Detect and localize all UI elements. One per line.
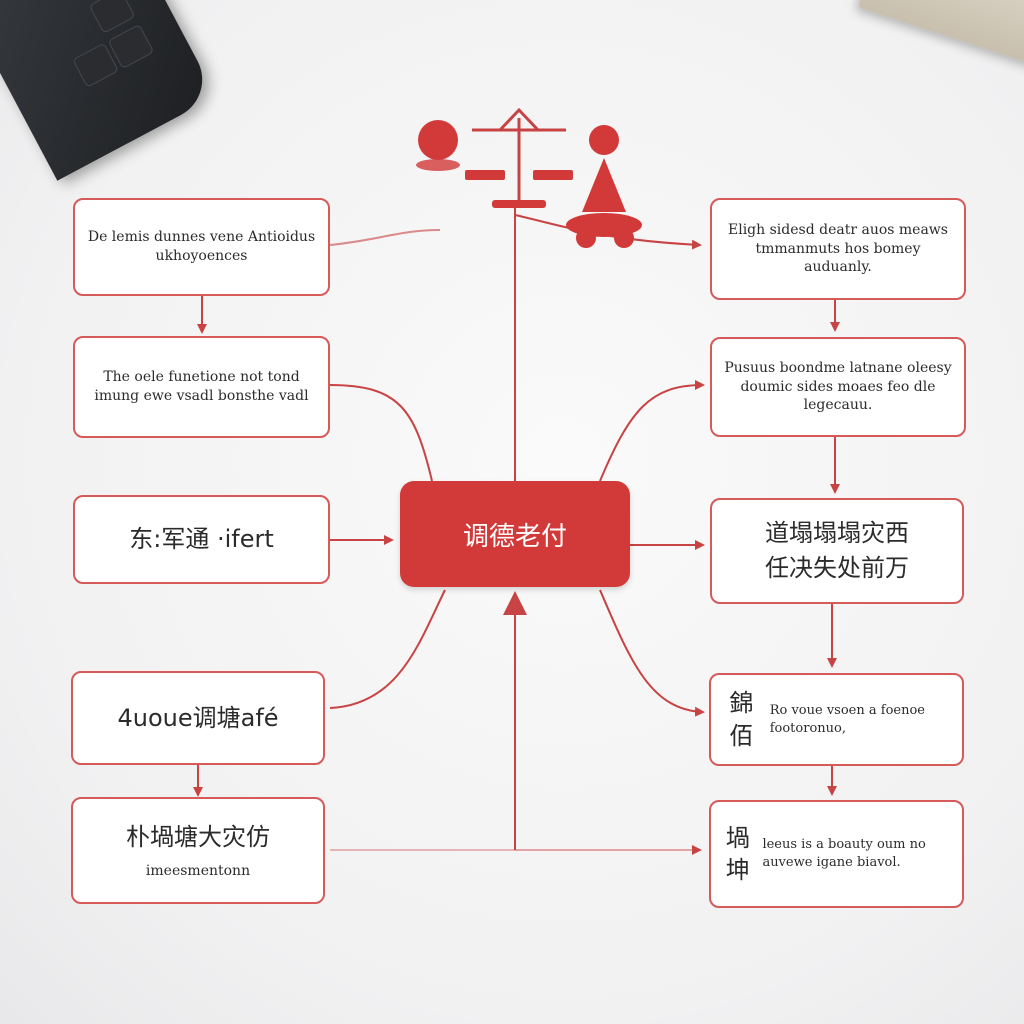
center-node-label: 调德老付 — [462, 521, 567, 552]
right-box-4-heading: 錦佰 — [729, 689, 754, 750]
right-box-2-text: Pusuus boondme latnane oleesy doumic sid… — [724, 359, 952, 414]
left-box-5-title: 朴堝塘大灾仿 — [126, 822, 270, 851]
right-box-3: 道塌塌塌灾西 任决失处前万 — [710, 498, 964, 604]
left-curve-bottom — [329, 589, 446, 709]
top-left-line — [329, 229, 441, 246]
right-box-1-text: Eligh sidesd deatr auos meaws tmmanmuts … — [728, 221, 948, 276]
right-box-5-text: leeus is a boauty oum no auvewe igane bi… — [762, 837, 926, 870]
left-box-1-text: De lemis dunnes vene Antioidus ukhoyoenc… — [87, 229, 316, 264]
right-curve-top — [599, 380, 705, 482]
right-box-2: Pusuus boondme latnane oleesy doumic sid… — [710, 337, 966, 437]
right-box-4: 錦佰 Ro voue vsoen a foenoe footoronuo, — [709, 673, 964, 766]
left-box-1: De lemis dunnes vene Antioidus ukhoyoenc… — [73, 198, 330, 296]
right-box-1: Eligh sidesd deatr auos meaws tmmanmuts … — [710, 198, 966, 300]
left-box-4: 4uoue调塘afé — [71, 671, 325, 765]
woman-icon — [566, 125, 642, 248]
center-node: 调德老付 — [400, 481, 630, 587]
right-curve-bottom — [599, 589, 705, 717]
left-curve-top — [329, 384, 433, 482]
person-icon — [416, 120, 460, 171]
left-box-4-text: 4uoue调塘afé — [117, 703, 279, 732]
left-box-5-subtitle: imeesmentonn — [145, 862, 251, 879]
right-box-5: 堝坤 leeus is a boauty oum no auvewe igane… — [709, 800, 964, 908]
right-box-3-line-1: 道塌塌塌灾西 — [765, 519, 909, 548]
left-box-5: 朴堝塘大灾仿 imeesmentonn — [71, 797, 325, 904]
right-box-5-heading: 堝坤 — [725, 823, 750, 884]
balance-scale-icon — [465, 107, 573, 208]
left-box-2: The oele funetione not tond imung ewe vs… — [73, 336, 330, 438]
left-box-2-text: The oele funetione not tond imung ewe vs… — [94, 369, 309, 404]
left-box-3: 东:军通 ·ifert — [73, 495, 330, 584]
right-box-3-line-2: 任决失处前万 — [765, 554, 909, 582]
right-box-4-text: Ro voue vsoen a foenoe footoronuo, — [769, 702, 925, 736]
left-box-3-text: 东:军通 ·ifert — [129, 525, 274, 554]
